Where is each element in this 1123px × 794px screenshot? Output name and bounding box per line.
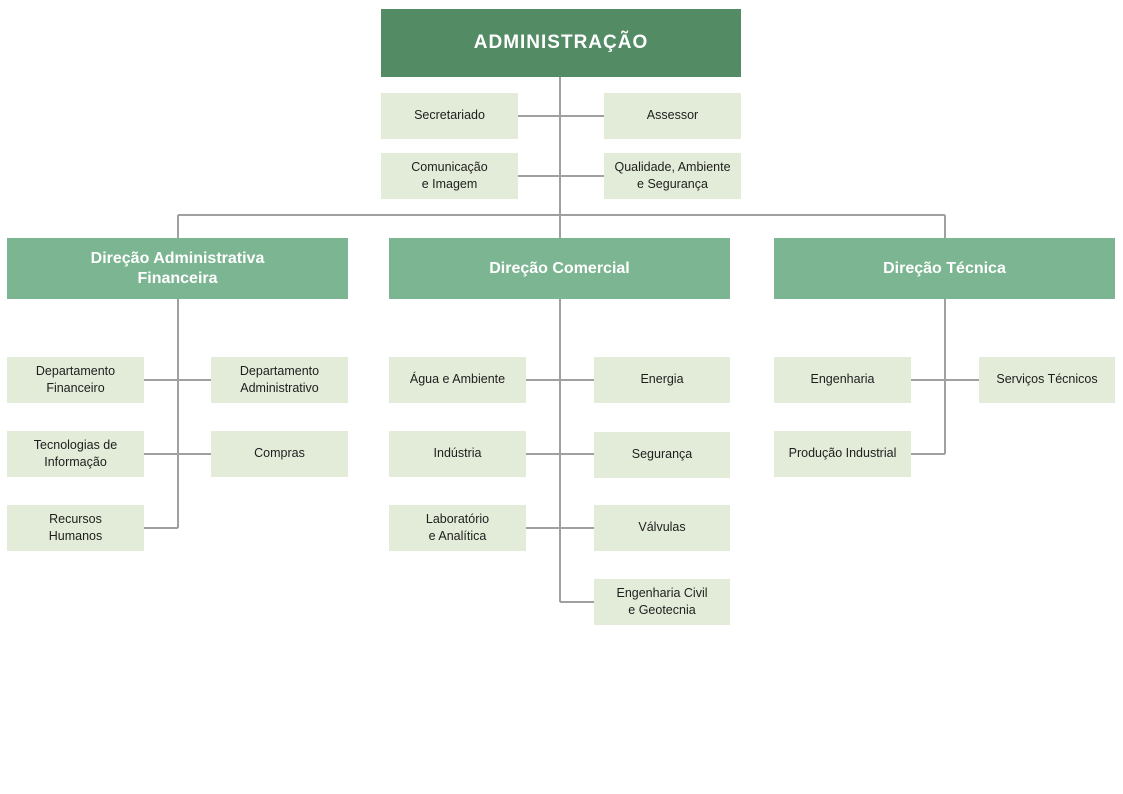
direcao-comercial-title: Direção Comercial	[489, 259, 630, 277]
assessor-box: Assessor	[604, 93, 741, 139]
servicos-tecnicos-box: Serviços Técnicos	[979, 357, 1115, 403]
valvulas-label: Válvulas	[638, 520, 686, 535]
seguranca-label: Segurança	[631, 447, 693, 462]
direcao-administrativa-box: Direção Administrativa Financeira	[7, 238, 348, 299]
comunicacao-label: Comunicação e Imagem	[411, 159, 488, 192]
direcao-tecnica-box: Direção Técnica	[774, 238, 1115, 299]
recursos-humanos-box: Recursos Humanos	[7, 505, 144, 551]
comunicacao-box: Comunicação e Imagem	[381, 153, 518, 199]
departamento-financeiro-label: Departamento Financeiro	[35, 363, 116, 396]
assessor-label: Assessor	[646, 108, 699, 123]
engenharia-box: Engenharia	[774, 357, 911, 403]
producao-industrial-box: Produção Industrial	[774, 431, 911, 477]
secretariado-box: Secretariado	[381, 93, 518, 139]
direcao-tecnica-title: Direção Técnica	[883, 259, 1006, 277]
industria-label: Indústria	[433, 446, 482, 461]
tecnologias-informacao-box: Tecnologias de Informação	[7, 431, 144, 477]
energia-box: Energia	[594, 357, 730, 403]
qualidade-label: Qualidade, Ambiente e Segurança	[614, 159, 731, 192]
administracao-box: ADMINISTRAÇÃO	[381, 9, 741, 77]
servicos-tecnicos-label: Serviços Técnicos	[996, 372, 1098, 387]
departamento-financeiro-box: Departamento Financeiro	[7, 357, 144, 403]
laboratorio-analitica-box: Laboratório e Analítica	[389, 505, 526, 551]
laboratorio-analitica-label: Laboratório e Analítica	[425, 511, 490, 544]
agua-ambiente-label: Água e Ambiente	[409, 372, 506, 387]
industria-box: Indústria	[389, 431, 526, 477]
seguranca-box: Segurança	[594, 432, 730, 478]
direcao-administrativa-title: Direção Administrativa Financeira	[90, 249, 265, 287]
recursos-humanos-label: Recursos Humanos	[48, 511, 103, 544]
agua-ambiente-box: Água e Ambiente	[389, 357, 526, 403]
administracao-label: ADMINISTRAÇÃO	[473, 32, 649, 53]
tecnologias-informacao-label: Tecnologias de Informação	[33, 437, 118, 470]
producao-industrial-label: Produção Industrial	[788, 446, 897, 461]
engenharia-civil-label: Engenharia Civil e Geotecnia	[616, 585, 708, 618]
energia-label: Energia	[640, 372, 684, 387]
secretariado-label: Secretariado	[414, 108, 485, 123]
departamento-administrativo-label: Departamento Administrativo	[239, 363, 320, 396]
departamento-administrativo-box: Departamento Administrativo	[211, 357, 348, 403]
direcao-comercial-box: Direção Comercial	[389, 238, 730, 299]
qualidade-box: Qualidade, Ambiente e Segurança	[604, 153, 741, 199]
valvulas-box: Válvulas	[594, 505, 730, 551]
compras-label: Compras	[254, 446, 305, 461]
compras-box: Compras	[211, 431, 348, 477]
engenharia-label: Engenharia	[810, 372, 875, 387]
engenharia-civil-box: Engenharia Civil e Geotecnia	[594, 579, 730, 625]
